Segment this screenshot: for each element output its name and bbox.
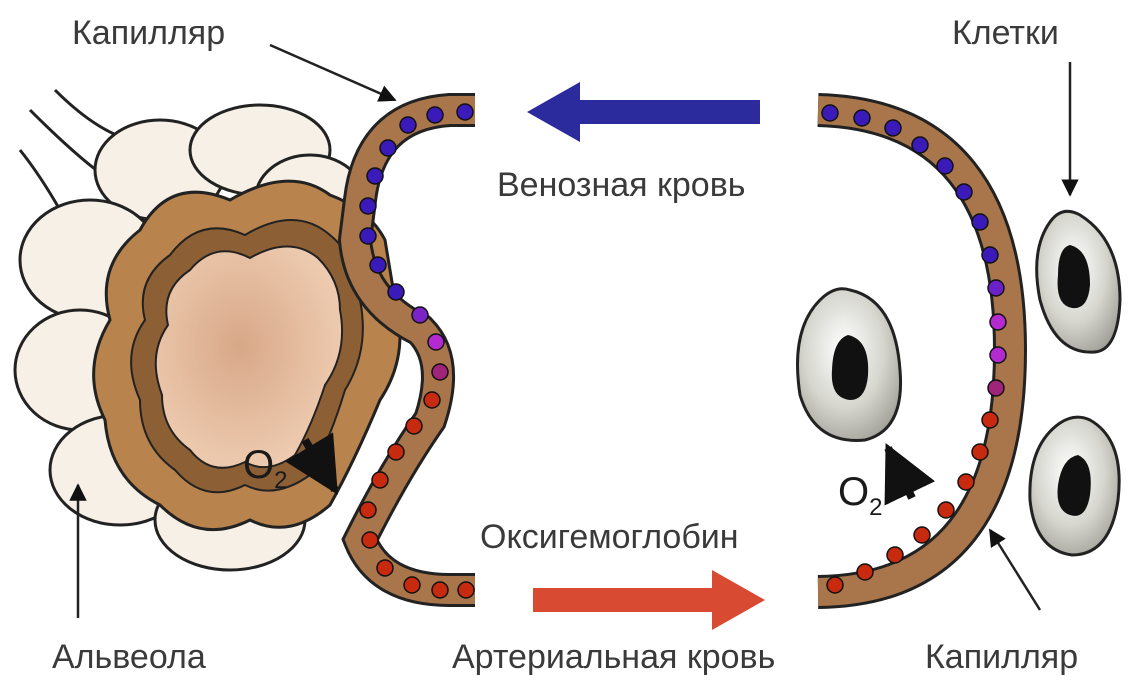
arterial-blood-label: Артериальная кровь xyxy=(452,638,775,676)
arterial-flow-arrow xyxy=(533,570,765,630)
venous-flow-arrow xyxy=(527,82,760,142)
o2-left-main: O xyxy=(243,443,274,487)
o2-right-label: O2 xyxy=(838,470,882,521)
o2-left-sub: 2 xyxy=(274,467,287,494)
o2-right-main: O xyxy=(838,470,869,514)
oxyhemoglobin-label: Оксигемоглобин xyxy=(480,518,739,556)
tissue-cell-1 xyxy=(798,289,901,441)
venous-blood-label: Венозная кровь xyxy=(497,166,746,204)
tissue-cell-2 xyxy=(1037,211,1120,352)
o2-right-sub: 2 xyxy=(869,494,882,521)
cells-label: Клетки xyxy=(952,14,1059,52)
capillary-top-label: Капилляр xyxy=(72,14,225,52)
o2-arrow-right xyxy=(888,448,912,498)
tissue-cell-3 xyxy=(1030,417,1119,555)
capillary-bottom-label: Капилляр xyxy=(925,638,1078,676)
alveolus-label: Альвеола xyxy=(52,638,206,676)
